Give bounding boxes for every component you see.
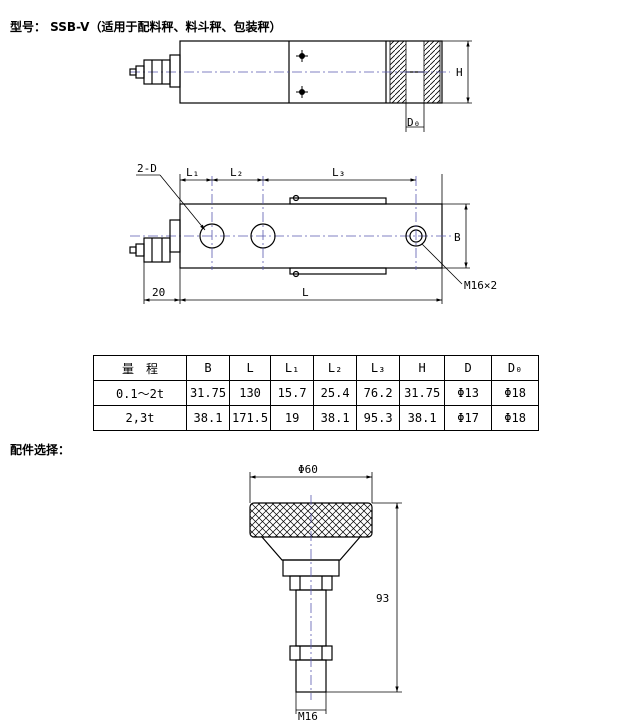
header-h: H <box>399 355 446 381</box>
table-cell: 25.4 <box>313 380 358 406</box>
dim-height-label: 93 <box>376 592 389 605</box>
dim-l3-label: L₃ <box>332 166 345 179</box>
table-header-row: 量 程 B L L₁ L₂ L₃ H D D₀ <box>93 355 540 381</box>
header-d: D <box>444 355 493 381</box>
table-cell: 0.1～2t <box>93 380 187 406</box>
table-cell: Φ17 <box>444 405 493 431</box>
table-cell: 38.1 <box>313 405 358 431</box>
bolt-mark-upper <box>296 50 308 62</box>
table-cell: 19 <box>270 405 315 431</box>
header-l1: L₁ <box>270 355 315 381</box>
table-cell: Φ18 <box>491 405 540 431</box>
dim-diameter-label: Φ60 <box>298 463 318 476</box>
table-cell: 130 <box>228 380 272 406</box>
table-cell: 15.7 <box>270 380 315 406</box>
thread-label: M16×2 <box>464 279 497 292</box>
table-row: 2,3t 38.1 171.5 19 38.1 95.3 38.1 Φ17 Φ1… <box>93 405 540 431</box>
dim-h-label: H <box>456 66 463 79</box>
table-cell: 95.3 <box>356 405 401 431</box>
header-b: B <box>186 355 230 381</box>
dim-l-label: L <box>302 286 309 299</box>
header-l2: L₂ <box>313 355 358 381</box>
dim-l1-label: L₁ <box>186 166 199 179</box>
adjustable-foot: Φ60 93 M16 <box>249 463 402 722</box>
table-cell: 38.1 <box>186 405 230 431</box>
header-l: L <box>228 355 272 381</box>
table-cell: 31.75 <box>399 380 446 406</box>
dim-thread-label: M16 <box>298 710 318 722</box>
table-cell: 171.5 <box>228 405 272 431</box>
bottom-strap <box>289 267 387 275</box>
header-range: 量 程 <box>93 355 187 381</box>
header-l3: L₃ <box>356 355 401 381</box>
table-row: 0.1～2t 31.75 130 15.7 25.4 76.2 31.75 Φ1… <box>93 380 540 406</box>
table-cell: 38.1 <box>399 405 446 431</box>
spec-table: 量 程 B L L₁ L₂ L₃ H D D₀ 0.1～2t 31.75 130… <box>93 355 540 431</box>
dim-b-label: B <box>454 231 461 244</box>
header-d0: D₀ <box>491 355 540 381</box>
side-view: L₁ L₂ L₃ 2-D B M16×2 20 L <box>129 162 497 304</box>
accessory-caption: 配件选择： <box>10 443 71 457</box>
table-cell: 31.75 <box>186 380 230 406</box>
model-caption: 型号： SSB-V（适用于配料秤、料斗秤、包装秤） <box>10 20 282 34</box>
top-strap <box>289 197 387 205</box>
table-cell: 76.2 <box>356 380 401 406</box>
dim-d0-label: D₀ <box>407 116 420 129</box>
bolt-mark-lower <box>296 86 308 98</box>
dim-l2-label: L₂ <box>230 166 243 179</box>
table-cell: Φ18 <box>491 380 540 406</box>
table-cell: 2,3t <box>93 405 187 431</box>
table-cell: Φ13 <box>444 380 493 406</box>
top-view: H D₀ <box>129 40 472 132</box>
hole-count-label: 2-D <box>137 162 157 175</box>
dim-20-label: 20 <box>152 286 165 299</box>
cable-connector-side <box>143 237 171 263</box>
